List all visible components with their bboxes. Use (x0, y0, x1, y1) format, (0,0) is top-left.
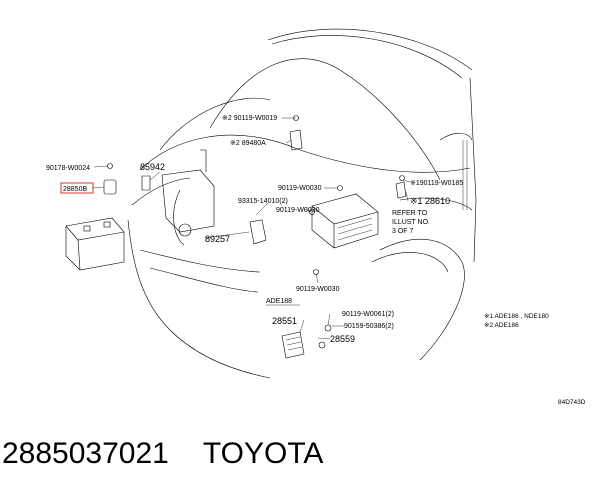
label-illust-no: ILLUST NO. (392, 219, 430, 226)
label-28610: ※1 28610 (410, 196, 450, 206)
battery-drawing (65, 217, 125, 271)
label-90119-w0185: ※190119-W0185 (410, 180, 463, 187)
car-body-drawing (127, 28, 477, 379)
label-refer-to: REFER TO (392, 210, 428, 217)
brand-name: TOYOTA (202, 437, 324, 470)
parts-diagram: ※2 90119-W0019 ※2 89480A 90178-W0024 288… (46, 28, 586, 406)
label-90119-w0030-b: 90119-W0030 (276, 207, 320, 214)
label-28559: 28559 (330, 334, 355, 344)
part-number: 2885037021 (2, 437, 169, 470)
label-90119-w0061: 90119-W0061(2) (342, 311, 394, 318)
label-89257: 89257 (205, 234, 230, 244)
label-90159-50386: 90159-50386(2) (344, 323, 394, 330)
note-1: ※1 ADE186 , NDE180 (484, 313, 549, 320)
label-89480a: ※2 89480A (230, 140, 266, 147)
highlight-box-28850b (60, 182, 94, 194)
label-90119-w0019: ※2 90119-W0019 (222, 115, 277, 122)
note-2: ※2 ADE186 (484, 322, 519, 329)
washer-tank-drawing (161, 149, 215, 246)
drawing-id: 84D743D (558, 399, 586, 406)
label-93315-14010: 93315-14010(2) (238, 198, 288, 205)
part-caption: 2885037021 TOYOTA (2, 436, 357, 472)
sensor-parts-drawing (103, 115, 407, 359)
leader-lines (91, 117, 411, 340)
ecu-module-drawing (311, 193, 379, 249)
label-90119-w0030-c: 90119-W0030 (296, 286, 340, 293)
label-3-of-7: 3 OF 7 (392, 228, 414, 235)
label-90119-w0030-a: 90119-W0030 (278, 185, 322, 192)
label-28850b: 28850B (63, 186, 87, 193)
label-90178-w0024: 90178-W0024 (46, 165, 90, 172)
label-85942: 85942 (140, 162, 165, 172)
label-ade188: ADE188 (266, 298, 292, 305)
label-28551: 28551 (272, 316, 297, 326)
